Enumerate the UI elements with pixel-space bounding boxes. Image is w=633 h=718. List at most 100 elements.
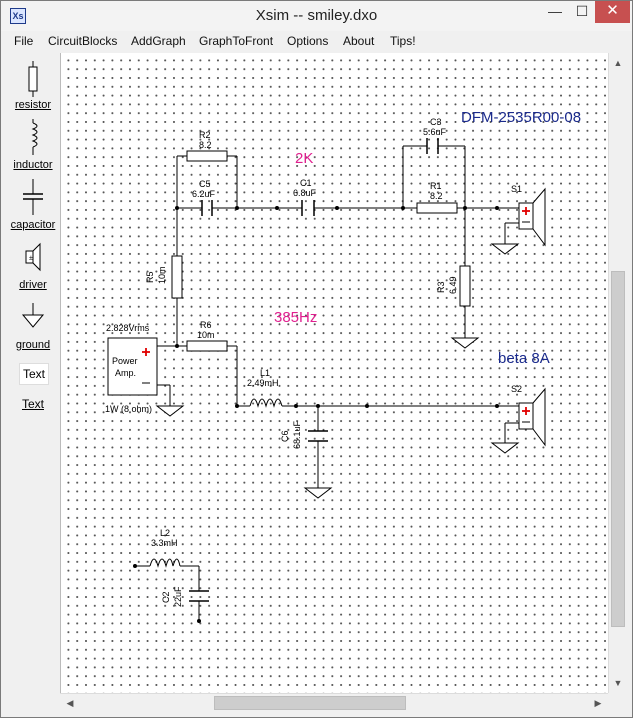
resistor-R1[interactable]: R1 8.2 [416, 181, 458, 214]
C3-name: C3 [430, 117, 442, 127]
menu-tips[interactable]: Tips! [390, 34, 416, 48]
speaker-S1[interactable]: S1 [511, 184, 546, 247]
scroll-right-icon[interactable]: ▶ [594, 698, 602, 708]
close-button[interactable]: ✕ [595, 1, 630, 23]
R3-name: R3 [436, 281, 446, 293]
tool-text-box[interactable]: Text [7, 359, 59, 385]
tool-text-link[interactable]: Text [7, 395, 59, 415]
source-power-note: 1W (8 ohm) [105, 404, 152, 414]
resistor-R3[interactable]: R3 6.49 [436, 265, 471, 307]
inductor-L2[interactable]: L2 3.3mH [149, 528, 181, 568]
scroll-down-icon[interactable]: ▼ [613, 678, 623, 688]
power-amp-source[interactable]: 2.828Vrms Power Amp. 1W (8 ohm) [105, 323, 158, 414]
resistor-R2[interactable]: R2 8.2 [186, 130, 228, 162]
tool-capacitor-label: capacitor [10, 219, 56, 231]
schematic-canvas[interactable]: R2 8.2 C5 6.2uF C1 6.8uF C3 [60, 53, 609, 693]
menu-graphtofront[interactable]: GraphToFront [199, 34, 274, 48]
R2-name: R2 [199, 130, 211, 140]
vertical-scroll-thumb[interactable] [611, 271, 625, 627]
horizontal-scrollbar[interactable]: ◀ ▶ [60, 693, 608, 712]
R2-value: 8.2 [199, 140, 212, 150]
S1-name: S1 [511, 184, 522, 194]
text-tool-box: Text [19, 363, 49, 385]
component-toolbox: resistor inductor capacitor ± [7, 53, 59, 708]
minimize-button[interactable]: — [548, 3, 562, 19]
C6-name: C6 [280, 430, 290, 442]
speaker-S2[interactable]: S2 [511, 384, 546, 447]
xsim-app-icon[interactable]: Xs [10, 8, 26, 24]
R3-value: 6.49 [448, 276, 458, 294]
ground-icon [490, 243, 520, 255]
capacitor-C5[interactable]: C5 6.2uF [192, 179, 216, 216]
svg-text:±: ± [29, 255, 33, 262]
tool-resistor[interactable]: resistor [7, 59, 59, 115]
L1-name: L1 [260, 368, 270, 378]
capacitor-C3[interactable]: C3 5.6uF [423, 117, 447, 154]
capacitor-C2[interactable]: C2 22uF [161, 586, 209, 607]
C3-value: 5.6uF [423, 127, 447, 137]
maximize-button[interactable]: ☐ [575, 3, 589, 19]
C1-name: C1 [300, 178, 312, 188]
menu-file[interactable]: File [14, 34, 34, 48]
R5-name: R5 [145, 271, 155, 283]
capacitor-C1[interactable]: C1 6.8uF [293, 178, 317, 216]
resistor-R6[interactable]: R6 10m [186, 320, 228, 352]
source-label-power: Power [112, 356, 138, 366]
scroll-left-icon[interactable]: ◀ [66, 698, 74, 708]
source-label-amp: Amp. [115, 368, 136, 378]
tool-inductor-label: inductor [13, 159, 53, 171]
tool-resistor-label: resistor [14, 99, 52, 111]
annotation-driver-title[interactable]: DFM-2535R00-08 [461, 109, 581, 126]
C6-value: 68.1uF [292, 420, 302, 449]
C1-value: 6.8uF [293, 188, 317, 198]
ground-icon [490, 442, 520, 454]
ground-icon [21, 303, 45, 328]
tool-ground[interactable]: ground [7, 299, 59, 355]
scroll-up-icon[interactable]: ▲ [613, 58, 623, 68]
tool-text-label: Text [21, 397, 44, 411]
resistor-icon [28, 61, 38, 97]
tool-capacitor[interactable]: capacitor [7, 177, 59, 233]
tool-ground-label: ground [15, 339, 51, 351]
ground-icon [450, 337, 480, 349]
title-bar[interactable]: Xs Xsim -- smiley.dxo — ☐ ✕ [1, 1, 632, 31]
vertical-scrollbar[interactable]: ▲ ▼ [608, 53, 627, 693]
capacitor-icon [23, 179, 43, 215]
C2-name: C2 [161, 591, 171, 603]
R1-name: R1 [430, 181, 442, 191]
inductor-L1[interactable]: L1 2.49mH [247, 368, 283, 408]
annotation-385hz[interactable]: 385Hz [274, 309, 317, 326]
L1-value: 2.49mH [247, 378, 279, 388]
tool-inductor[interactable]: inductor [7, 117, 59, 173]
C5-name: C5 [199, 179, 211, 189]
ground-icon [155, 405, 185, 417]
capacitor-C6[interactable]: C6 68.1uF [280, 420, 328, 449]
speaker-icon: ± [25, 242, 41, 272]
scroll-corner [608, 693, 626, 711]
source-voltage: 2.828Vrms [106, 323, 150, 333]
C2-value: 22uF [173, 586, 183, 607]
R1-value: 8.2 [430, 191, 443, 201]
tool-driver[interactable]: ± driver [7, 239, 59, 295]
tool-driver-label: driver [19, 279, 47, 291]
annotation-beta[interactable]: beta 8A [498, 350, 550, 367]
C5-value: 6.2uF [192, 189, 216, 199]
window-title: Xsim -- smiley.dxo [255, 7, 378, 24]
L2-value: 3.3mH [151, 538, 178, 548]
menu-addgraph[interactable]: AddGraph [131, 34, 186, 48]
ground-icon [303, 487, 333, 499]
menu-options[interactable]: Options [287, 34, 329, 48]
menu-circuitblocks[interactable]: CircuitBlocks [48, 34, 118, 48]
menu-about[interactable]: About [343, 34, 375, 48]
L2-name: L2 [160, 528, 170, 538]
R5-value: 10m [157, 266, 167, 284]
R6-value: 10m [197, 330, 215, 340]
inductor-icon [31, 119, 38, 155]
horizontal-scroll-thumb[interactable] [214, 696, 406, 710]
annotation-2k[interactable]: 2K [295, 150, 313, 167]
schematic-drawing[interactable]: R2 8.2 C5 6.2uF C1 6.8uF C3 [61, 53, 609, 693]
ground-symbols [155, 243, 520, 499]
S2-name: S2 [511, 384, 522, 394]
resistor-R5[interactable]: R5 10m [145, 255, 183, 299]
